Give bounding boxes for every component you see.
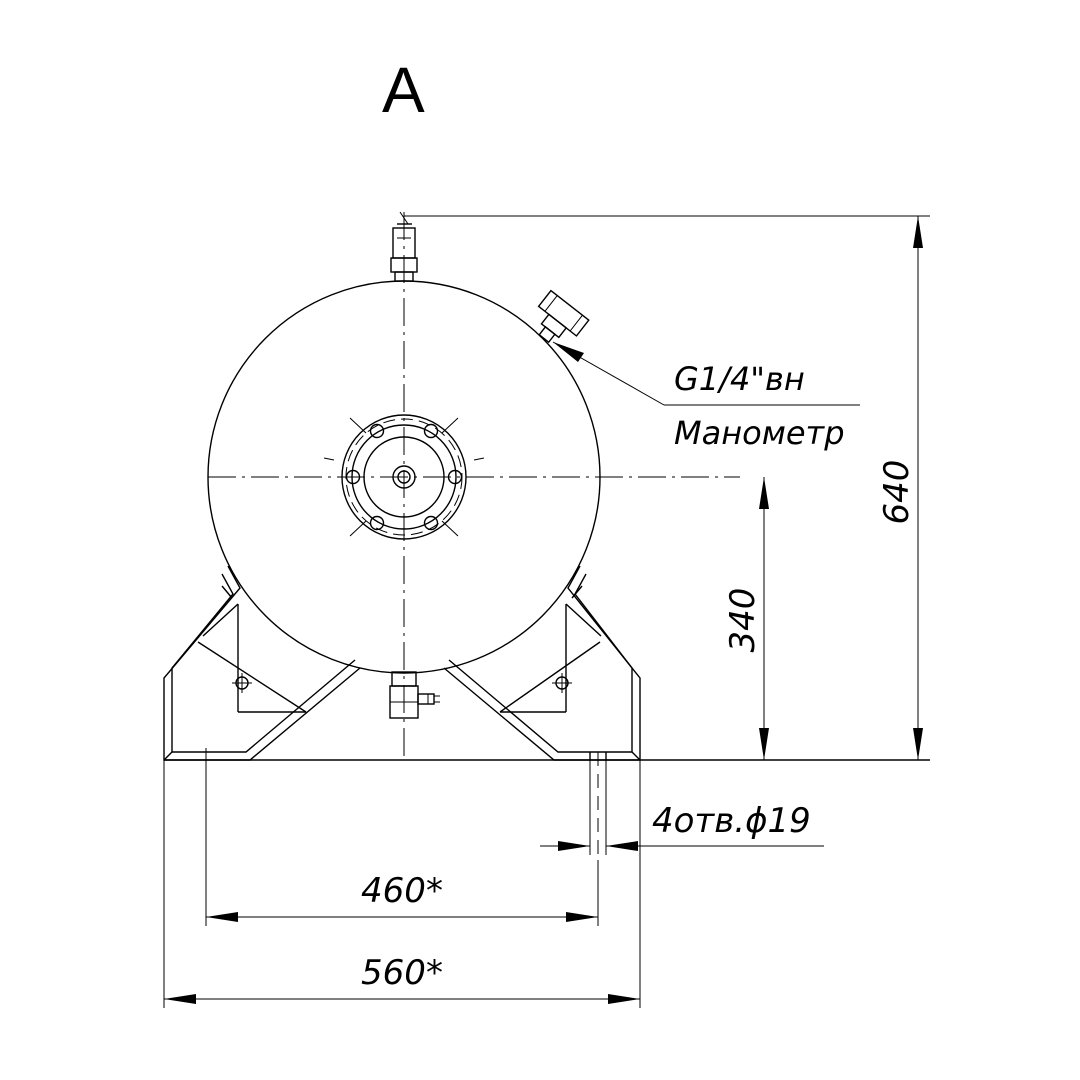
dimension-340-label: 340 <box>723 588 763 653</box>
gauge-callout: G1/4"вн Манометр <box>552 341 860 452</box>
flange-center-hole <box>397 470 411 484</box>
base-mounting-hole <box>589 752 607 860</box>
flange-center-hub <box>392 465 416 489</box>
support-leg-left <box>163 565 361 761</box>
flange-bolt <box>447 469 463 485</box>
dimension-holes: 4отв.ϕ19 <box>540 760 824 855</box>
flange-outer-ring <box>341 414 467 540</box>
bottom-drain-valve <box>389 671 440 719</box>
flange-inner-ring <box>351 424 457 530</box>
top-valve-fitting <box>394 271 414 282</box>
pressure-gauge <box>537 289 590 344</box>
dimension-560-label: 560* <box>361 953 443 993</box>
view-label: A <box>382 54 425 126</box>
support-leg-right <box>443 565 641 761</box>
drain-spout <box>417 693 435 705</box>
gauge-name-label: Манометр <box>674 414 845 452</box>
flange-bolt <box>423 423 439 439</box>
dimension-340: 340 <box>723 477 769 760</box>
flange-bolt <box>369 423 385 439</box>
flange-bolt <box>369 515 385 531</box>
flange-bore <box>363 436 445 518</box>
flange-bolt <box>345 469 361 485</box>
dimension-holes-label: 4отв.ϕ19 <box>652 801 811 841</box>
tank-vessel <box>207 212 740 760</box>
top-valve <box>390 211 418 282</box>
gauge-head <box>537 289 590 337</box>
dimension-460-label: 460* <box>361 871 443 911</box>
dimension-640: 640 <box>404 215 930 760</box>
flange-radial-marks <box>323 417 485 537</box>
dimension-460: 460* <box>205 748 599 926</box>
flange-bolt <box>423 515 439 531</box>
gauge-thread-label: G1/4"вн <box>674 360 805 398</box>
flange <box>323 414 485 540</box>
dimension-560: 560* <box>163 760 641 1008</box>
dimension-640-label: 640 <box>877 460 917 525</box>
flange-bolts <box>345 423 463 531</box>
gauge-stem <box>538 325 556 344</box>
